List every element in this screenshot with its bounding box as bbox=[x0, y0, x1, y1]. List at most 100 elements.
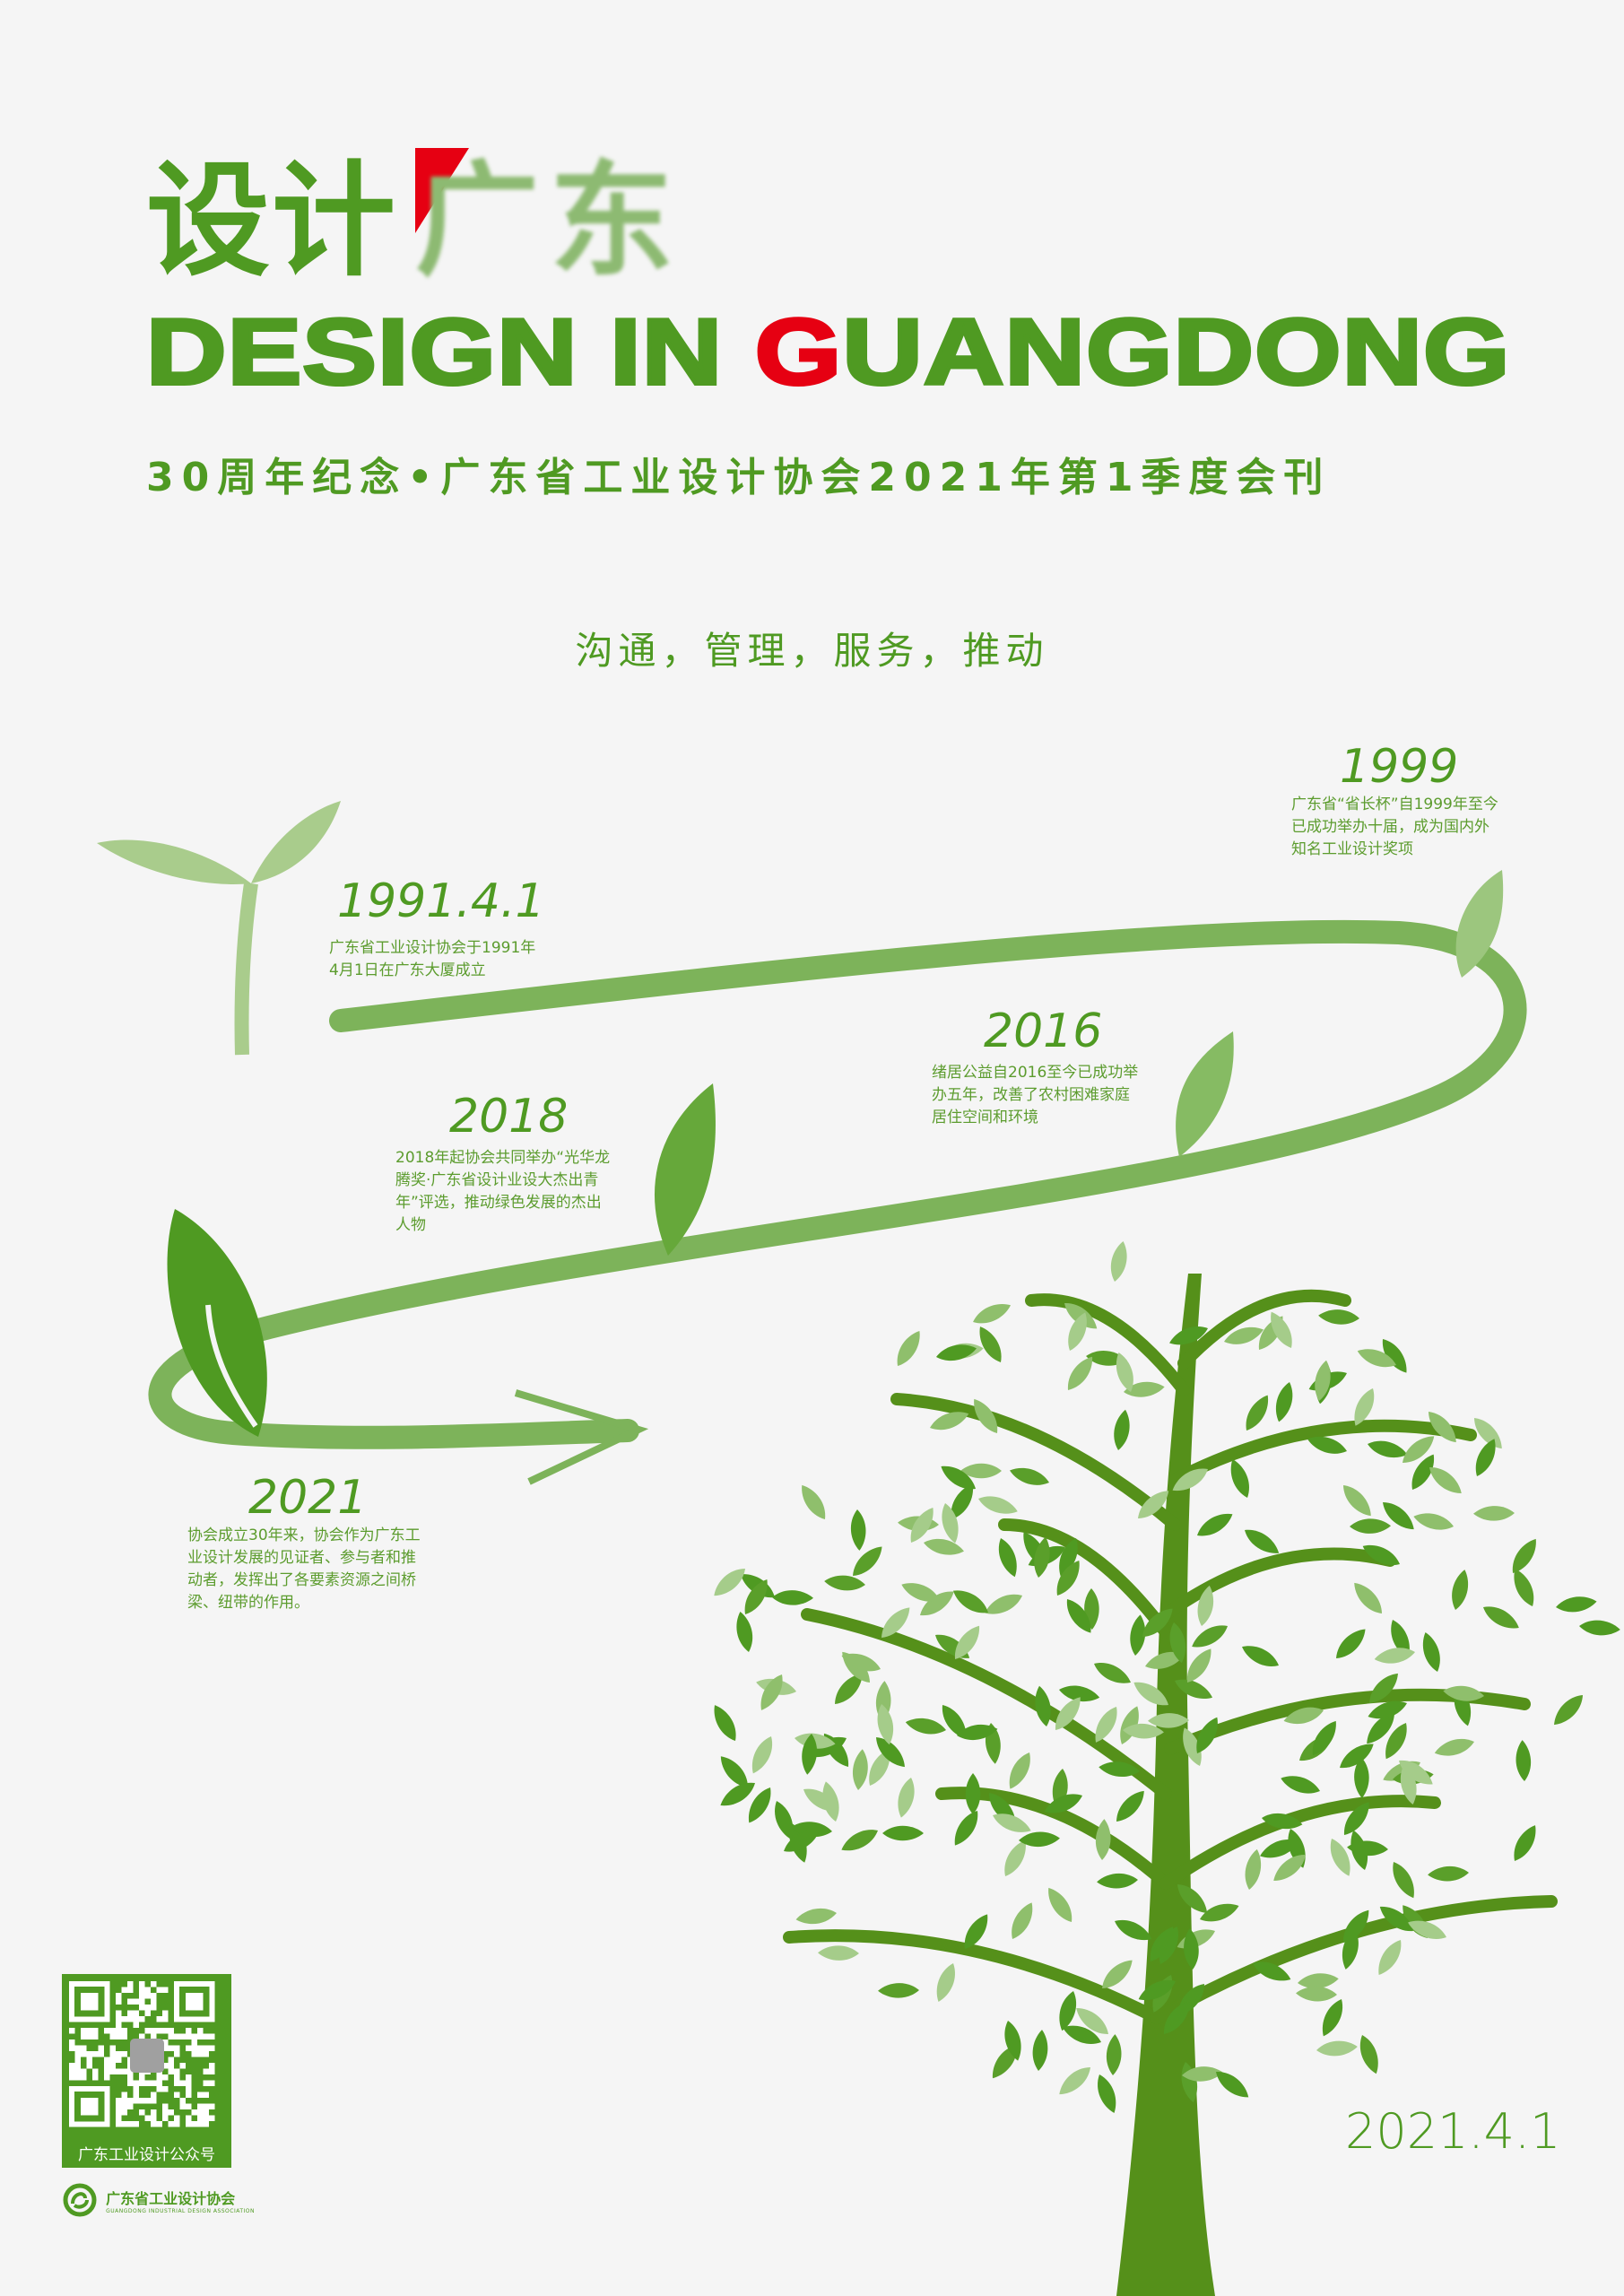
qr-module bbox=[209, 2045, 215, 2051]
qr-module bbox=[162, 2016, 169, 2022]
qr-module bbox=[209, 2080, 215, 2086]
tree-leaf bbox=[1340, 1744, 1374, 1769]
tree-leaf bbox=[714, 1569, 745, 1596]
tree-leaf bbox=[1393, 1862, 1414, 1899]
milestone-2018: 2018 2018年起协会共同举办“光华龙腾奖·广东省设计业设大杰出青年”评选，… bbox=[395, 1090, 610, 1237]
tree-leaf bbox=[978, 1496, 1018, 1514]
tree-leaf bbox=[1098, 2074, 1116, 2113]
qr-module bbox=[81, 2051, 87, 2057]
qr-module bbox=[179, 2103, 186, 2109]
qr-module bbox=[151, 2028, 157, 2034]
tree-leaf bbox=[1312, 1720, 1336, 1755]
qr-module bbox=[74, 2068, 81, 2074]
qr-module bbox=[127, 2010, 134, 2016]
qr-module bbox=[179, 2033, 186, 2039]
leaf-icon bbox=[654, 1083, 716, 1256]
tree-leaf bbox=[1184, 1928, 1199, 1970]
tree-leaf bbox=[1367, 1713, 1394, 1744]
qr-module bbox=[121, 2092, 127, 2098]
tree-leaf bbox=[853, 1546, 882, 1576]
tree-leaf bbox=[1138, 1979, 1176, 2001]
milestone-text: 协会成立30年来，协会作为广东工 bbox=[187, 1526, 421, 1544]
tree-leaf bbox=[924, 1538, 964, 1555]
tree-leaf bbox=[897, 1330, 920, 1366]
tree-leaf bbox=[1374, 1648, 1415, 1664]
tree-leaf bbox=[1097, 1874, 1138, 1889]
tree-leaf bbox=[714, 1705, 736, 1741]
tree-leaf bbox=[1378, 1940, 1402, 1976]
qr-module bbox=[86, 2063, 92, 2069]
qr-module bbox=[186, 2092, 192, 2098]
tree-leaf bbox=[1120, 1706, 1139, 1744]
tree-leaf bbox=[760, 1674, 783, 1710]
tree-leaf bbox=[1474, 1418, 1502, 1449]
qr-module bbox=[69, 2074, 75, 2081]
tree-leaf bbox=[1004, 1839, 1026, 1876]
tree-leaf bbox=[1116, 1790, 1144, 1822]
qr-module bbox=[186, 2080, 192, 2086]
qr-module bbox=[127, 2074, 134, 2081]
tree-leaf bbox=[1035, 1685, 1051, 1726]
qr-module bbox=[139, 1987, 145, 1993]
qr-module bbox=[174, 2092, 180, 2098]
tree-leaf bbox=[1369, 1673, 1398, 1703]
qr-module bbox=[69, 2028, 75, 2034]
qr-module bbox=[174, 2121, 180, 2127]
tree-leaf bbox=[869, 1749, 890, 1786]
qr-module bbox=[127, 1998, 134, 2005]
tree-leaf bbox=[1010, 1467, 1049, 1485]
qr-module bbox=[186, 2115, 192, 2121]
qr-module bbox=[203, 2068, 209, 2074]
tree-leaf bbox=[784, 1830, 820, 1852]
tree-leaf bbox=[1515, 1740, 1531, 1781]
qr-module bbox=[197, 2109, 204, 2116]
qr-module bbox=[121, 2016, 127, 2022]
tree-leaf bbox=[960, 1463, 1002, 1479]
timeline-ribbon bbox=[148, 919, 1527, 1449]
tree-leaf bbox=[1403, 1436, 1435, 1464]
qr-finder-center bbox=[186, 1993, 204, 2011]
tree-leaf bbox=[851, 1509, 866, 1551]
tree-leaf bbox=[993, 1813, 1031, 1832]
qr-module bbox=[127, 2016, 134, 2022]
qr-module bbox=[162, 2086, 169, 2092]
qr-module bbox=[186, 2028, 192, 2034]
qr-module bbox=[86, 2033, 92, 2039]
milestone-year: 2021 bbox=[248, 1471, 368, 1525]
tree-leaf bbox=[973, 1304, 1012, 1324]
tree-leaf bbox=[772, 1590, 813, 1605]
tree-leaf bbox=[877, 1704, 894, 1745]
qr-module bbox=[162, 2045, 169, 2051]
qr-module bbox=[168, 2121, 174, 2127]
milestone-year: 2018 bbox=[449, 1090, 569, 1144]
tree-leaf bbox=[985, 1594, 1022, 1614]
milestone-text: 绪居公益自2016至今已成功举 bbox=[932, 1064, 1139, 1082]
qr-code[interactable]: 广东工业设计公众号 bbox=[62, 1974, 231, 2168]
tree-leaf bbox=[1354, 1757, 1369, 1798]
tree-leaf bbox=[1434, 1738, 1474, 1756]
qr-module bbox=[168, 2063, 174, 2069]
english-title: DESIGN IN GUANGDONG bbox=[144, 304, 1512, 401]
tree-leaf bbox=[1399, 1760, 1433, 1785]
milestone-year: 1999 bbox=[1340, 740, 1459, 794]
tree-leaf bbox=[974, 1398, 998, 1433]
tree-leaf bbox=[1275, 1382, 1293, 1422]
tree-leaf bbox=[1322, 1999, 1343, 2037]
qr-module bbox=[162, 2039, 169, 2046]
qr-module bbox=[197, 2092, 204, 2098]
qr-module bbox=[151, 1981, 157, 1987]
tree-leaf bbox=[1316, 2040, 1358, 2057]
tree-leaf bbox=[1443, 1685, 1484, 1701]
tree-leaf bbox=[1514, 1825, 1536, 1861]
qr-module bbox=[109, 2045, 116, 2051]
tree-leaf bbox=[1192, 1625, 1228, 1648]
qr-module bbox=[104, 2068, 110, 2074]
qr-module bbox=[116, 2051, 122, 2057]
qr-module bbox=[209, 2063, 215, 2069]
qr-module bbox=[116, 2103, 122, 2109]
qr-module bbox=[168, 2057, 174, 2063]
qr-module bbox=[191, 2109, 197, 2116]
qr-module bbox=[109, 2068, 116, 2074]
tree-leaf bbox=[795, 1908, 837, 1925]
tree-leaf bbox=[1554, 1695, 1583, 1726]
